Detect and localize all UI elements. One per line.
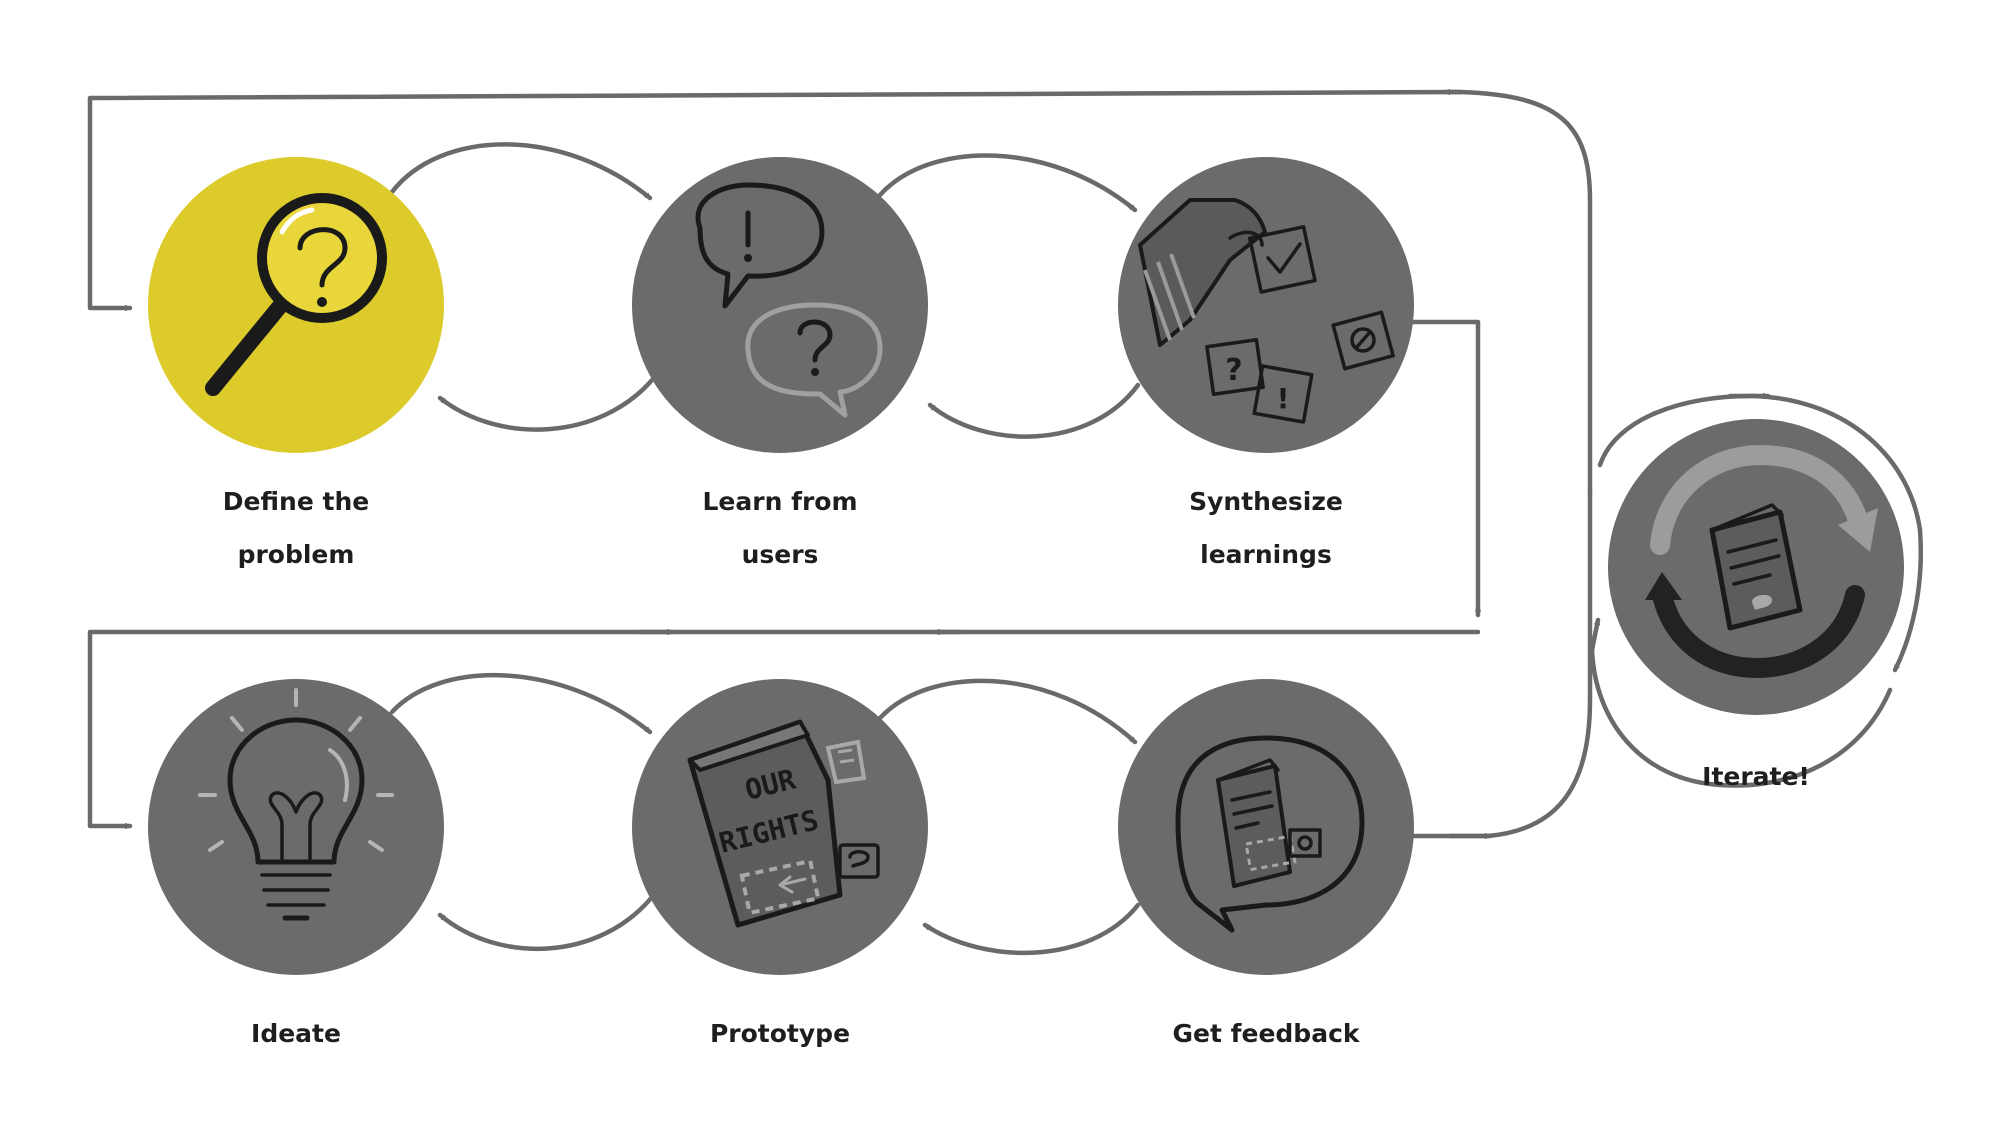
iterate-label: Iterate! <box>1702 762 1810 791</box>
arc-5-4-back <box>437 894 655 951</box>
booklet-icon: OUR RIGHTS <box>687 719 880 928</box>
step-learn-circle <box>632 157 928 453</box>
step-synthesize-label-1: Synthesize <box>1189 487 1343 516</box>
step-prototype-label: Prototype <box>710 1019 850 1048</box>
step-define-problem: Define the problem <box>148 157 444 569</box>
step-learn-label-1: Learn from <box>702 487 857 516</box>
lightbulb-icon <box>198 688 394 921</box>
arc-5-6-forward <box>877 678 1138 745</box>
arc-2-3-forward <box>877 153 1138 213</box>
middle-line <box>87 629 1481 826</box>
step-get-feedback: Get feedback <box>1118 679 1414 1048</box>
iterate-ring-top <box>1597 393 1923 673</box>
magnifier-question-icon <box>205 193 387 396</box>
step-synthesize-learnings: ? ! Synthesize learnings <box>1118 157 1414 569</box>
step-iterate: Iterate! <box>1608 419 1904 791</box>
step-feedback-label: Get feedback <box>1172 1019 1360 1048</box>
sticky-notes-hand-icon: ? ! <box>1138 198 1395 424</box>
step-define-label-2: problem <box>238 540 355 569</box>
svg-text:?: ? <box>1225 353 1242 388</box>
step-prototype: OUR RIGHTS Prototype <box>632 679 928 1048</box>
synth-to-next-arrow <box>1409 319 1478 618</box>
arc-4-5-forward <box>389 672 653 735</box>
arc-2-1-back <box>437 377 655 432</box>
step-ideate-circle <box>148 679 444 975</box>
arc-6-5-back <box>922 902 1141 956</box>
step-learn-label-2: users <box>742 540 819 569</box>
step-learn-from-users: Learn from users <box>632 157 928 569</box>
cycle-booklet-icon <box>1645 444 1878 679</box>
iterate-ring-bottom <box>1589 617 1893 788</box>
feedback-bubble-icon <box>1175 735 1365 933</box>
flow-arrows <box>87 92 1923 956</box>
speech-bubbles-icon <box>695 182 883 418</box>
step-synthesize-label-2: learnings <box>1200 540 1332 569</box>
arc-1-2-forward <box>389 142 653 201</box>
feedback-to-iterate-arrow <box>1409 487 1593 839</box>
arc-3-2-back <box>927 382 1141 439</box>
step-ideate: Ideate <box>148 679 444 1048</box>
step-ideate-label: Ideate <box>251 1019 341 1048</box>
step-define-label-1: Define the <box>223 487 369 516</box>
svg-text:!: ! <box>1277 382 1290 415</box>
